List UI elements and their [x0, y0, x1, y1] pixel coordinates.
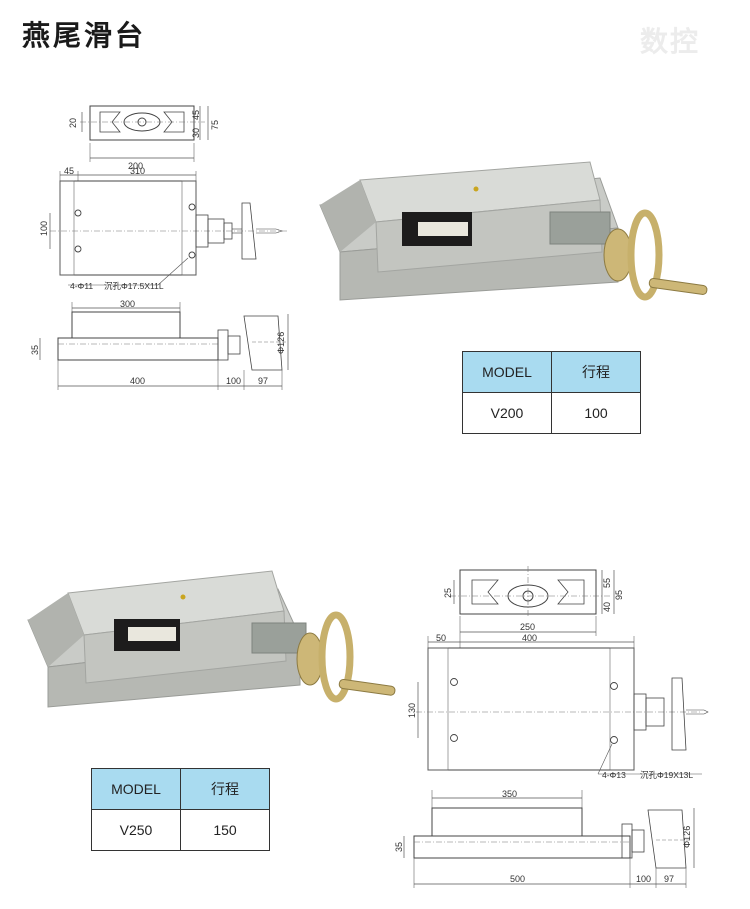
v200-top-dim-200: 200 [128, 161, 143, 171]
v200-plan-dim-45: 45 [64, 166, 74, 176]
v250-side-dim-dia: Φ126 [682, 826, 692, 848]
spec-table-header-row: MODEL 行程 [91, 768, 270, 810]
v200-hole-note: 4-Φ11 [70, 281, 93, 291]
v250-hole-note: 4-Φ13 [602, 770, 626, 780]
v200-plan-view-drawing: 45 310 100 4-Φ11 沉孔Φ17.5X11L [39, 166, 288, 291]
v250-plan-view-drawing: 50 400 130 4-Φ13 沉孔Φ19X13L [407, 633, 709, 780]
v200-side-dim-400: 400 [130, 376, 145, 386]
v250-side-dim-100: 100 [636, 874, 651, 884]
stroke-header-cell: 行程 [551, 351, 641, 393]
v200-product-photo [319, 161, 708, 301]
v250-spec-table: MODEL 行程 V250 150 [91, 768, 270, 851]
spec-table-header-row: MODEL 行程 [462, 351, 641, 393]
v250-counterbore-note: 沉孔Φ19X13L [640, 770, 693, 780]
v250-side-dim-35: 35 [394, 842, 404, 852]
v250-top-dim-250: 250 [520, 622, 535, 632]
v250-plan-dim-50: 50 [436, 633, 446, 643]
v250-top-dim-25: 25 [443, 588, 453, 598]
v200-side-view-drawing: 300 Φ126 35 400 100 97 [30, 299, 289, 390]
model-cell: V250 [91, 809, 181, 851]
v200-side-dim-97: 97 [258, 376, 268, 386]
watermark: 数控 [640, 25, 701, 58]
v200-top-dim-75: 75 [210, 120, 220, 130]
v200-side-dim-35: 35 [30, 345, 40, 355]
stroke-cell: 100 [551, 392, 641, 434]
v200-counterbore-note: 沉孔Φ17.5X11L [104, 281, 164, 291]
v250-top-dim-95: 95 [614, 590, 624, 600]
spec-table-row: V200 100 [462, 392, 641, 434]
v250-plan-dim-400: 400 [522, 633, 537, 643]
v200-side-dim-100: 100 [226, 376, 241, 386]
v250-product-photo [27, 570, 396, 708]
v200-top-dim-30: 30 [191, 128, 201, 138]
page-title: 燕尾滑台 [22, 19, 147, 52]
v250-top-view-drawing: 25 40 55 95 250 [443, 566, 624, 636]
model-cell: V200 [462, 392, 552, 434]
v200-side-dim-300: 300 [120, 299, 135, 309]
v250-side-dim-97: 97 [664, 874, 674, 884]
v200-top-view-drawing: 200 20 30 45 75 [68, 105, 220, 171]
v200-side-dim-dia: Φ126 [276, 332, 286, 354]
v200-spec-table: MODEL 行程 V200 100 [462, 351, 641, 434]
v200-plan-dim-100: 100 [39, 221, 49, 236]
v250-top-dim-40: 40 [602, 602, 612, 612]
v250-plan-dim-130: 130 [407, 703, 417, 718]
v200-top-dim-20: 20 [68, 118, 78, 128]
spec-table-row: V250 150 [91, 809, 270, 851]
stroke-header-cell: 行程 [180, 768, 270, 810]
v250-side-dim-350: 350 [502, 789, 517, 799]
model-header-cell: MODEL [462, 351, 552, 393]
stroke-cell: 150 [180, 809, 270, 851]
v250-side-dim-500: 500 [510, 874, 525, 884]
v200-plan-dim-310: 310 [130, 166, 145, 176]
model-header-cell: MODEL [91, 768, 181, 810]
v250-side-view-drawing: 350 Φ126 35 500 100 97 [394, 789, 695, 888]
v250-top-dim-55: 55 [602, 578, 612, 588]
v200-top-dim-45: 45 [191, 110, 201, 120]
